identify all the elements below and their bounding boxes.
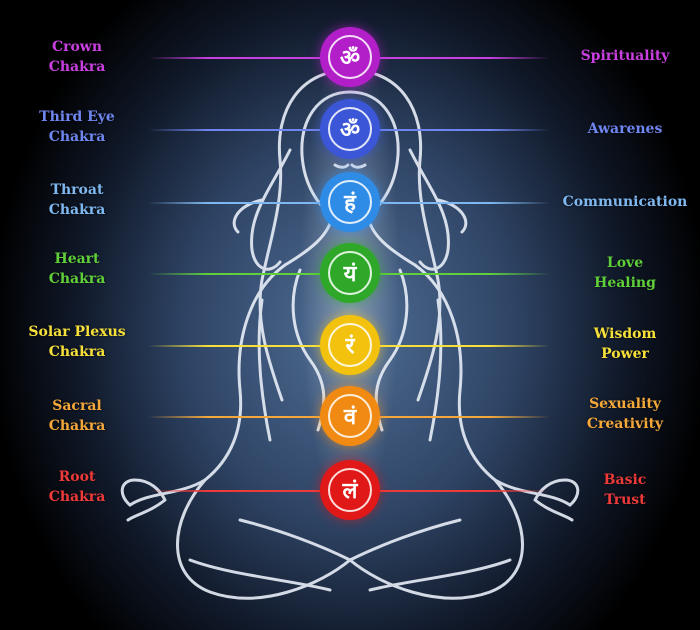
root-glyph: लं — [342, 478, 358, 504]
third-eye-glyph: ॐ — [339, 117, 361, 143]
sacral-glyph: वं — [343, 404, 357, 430]
solar-plexus-chakra-symbol-icon: रं — [323, 318, 377, 372]
throat-glyph: हं — [344, 190, 356, 216]
sacral-chakra-symbol-icon: वं — [323, 389, 377, 443]
crown-chakra-symbol-icon: ॐ — [323, 30, 377, 84]
third-eye-meaning-label: Awarenes — [587, 121, 663, 137]
heart-glyph: यं — [343, 261, 357, 287]
throat-chakra-symbol-icon: हं — [323, 175, 377, 229]
throat-meaning-label: Communication — [562, 194, 688, 210]
third-eye-chakra-symbol-icon: ॐ — [323, 102, 377, 156]
crown-glyph: ॐ — [339, 45, 361, 71]
heart-chakra-symbol-icon: यं — [323, 246, 377, 300]
solar-plexus-glyph: रं — [345, 333, 355, 359]
crown-meaning-label: Spirituality — [580, 48, 670, 64]
root-chakra-symbol-icon: लं — [323, 463, 377, 517]
